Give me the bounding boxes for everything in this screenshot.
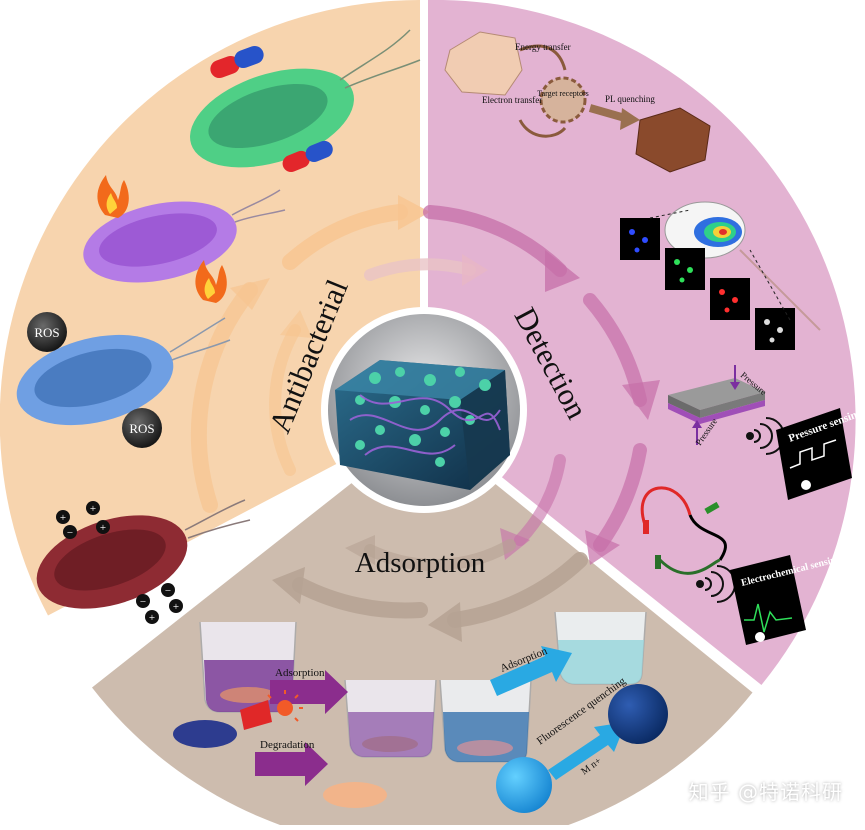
adsorption-sector	[92, 426, 753, 830]
svg-text:−: −	[140, 596, 146, 608]
flame-icon	[195, 260, 227, 303]
svg-text:Adsorption: Adsorption	[275, 667, 325, 679]
ros-badge: ROS	[122, 408, 162, 448]
pl-quenching-scheme: Target receptors Energy transfer Electro…	[444, 31, 711, 173]
svg-text:Energy transfer: Energy transfer	[515, 42, 571, 52]
beaker-blue-after	[554, 611, 647, 685]
ros-badge: ROS	[27, 312, 67, 352]
adsorption-label: Adsorption	[355, 547, 486, 579]
fluorescence-imaging	[620, 201, 821, 350]
dye-sample-disc	[173, 720, 237, 748]
beaker-blue-before	[439, 679, 532, 763]
svg-text:+: +	[173, 601, 179, 613]
svg-text:−: −	[165, 585, 171, 597]
light-source-icon	[240, 690, 303, 730]
watermark: 知乎 @特诺科研	[688, 780, 843, 804]
bacteria-purple	[83, 189, 286, 283]
svg-text:ROS: ROS	[129, 421, 154, 436]
bacteria-red	[36, 499, 251, 609]
ring-arrows-outer	[190, 195, 660, 642]
bacteria-blue	[16, 317, 231, 426]
flame-icon	[97, 175, 129, 218]
charge-symbols: + + − + − − + +	[56, 501, 183, 624]
svg-text:+: +	[149, 612, 155, 624]
magnet-icon	[282, 140, 333, 173]
svg-text:+: +	[90, 503, 96, 515]
svg-text:Degradation: Degradation	[260, 739, 315, 751]
svg-text:Target receptors: Target receptors	[537, 89, 589, 98]
svg-text:+: +	[60, 512, 66, 524]
detection-sector	[428, 0, 856, 689]
svg-text:+: +	[100, 522, 106, 534]
degradation-arrow-purple: Degradation	[255, 739, 328, 786]
beaker-purple-after	[344, 679, 437, 758]
quenched-ball-dark	[608, 684, 668, 744]
center-hydrogel	[321, 307, 527, 513]
svg-text:ROS: ROS	[34, 325, 59, 340]
svg-text:PL quenching: PL quenching	[605, 94, 655, 104]
magnet-icon	[210, 45, 264, 79]
degraded-product-disc	[323, 782, 387, 808]
svg-text:Electron transfer: Electron transfer	[482, 95, 542, 105]
fluorescent-ball-cyan	[496, 757, 552, 813]
bacteria-green	[190, 29, 421, 168]
svg-text:−: −	[67, 527, 73, 539]
electrochemical-electrodes	[640, 486, 727, 575]
